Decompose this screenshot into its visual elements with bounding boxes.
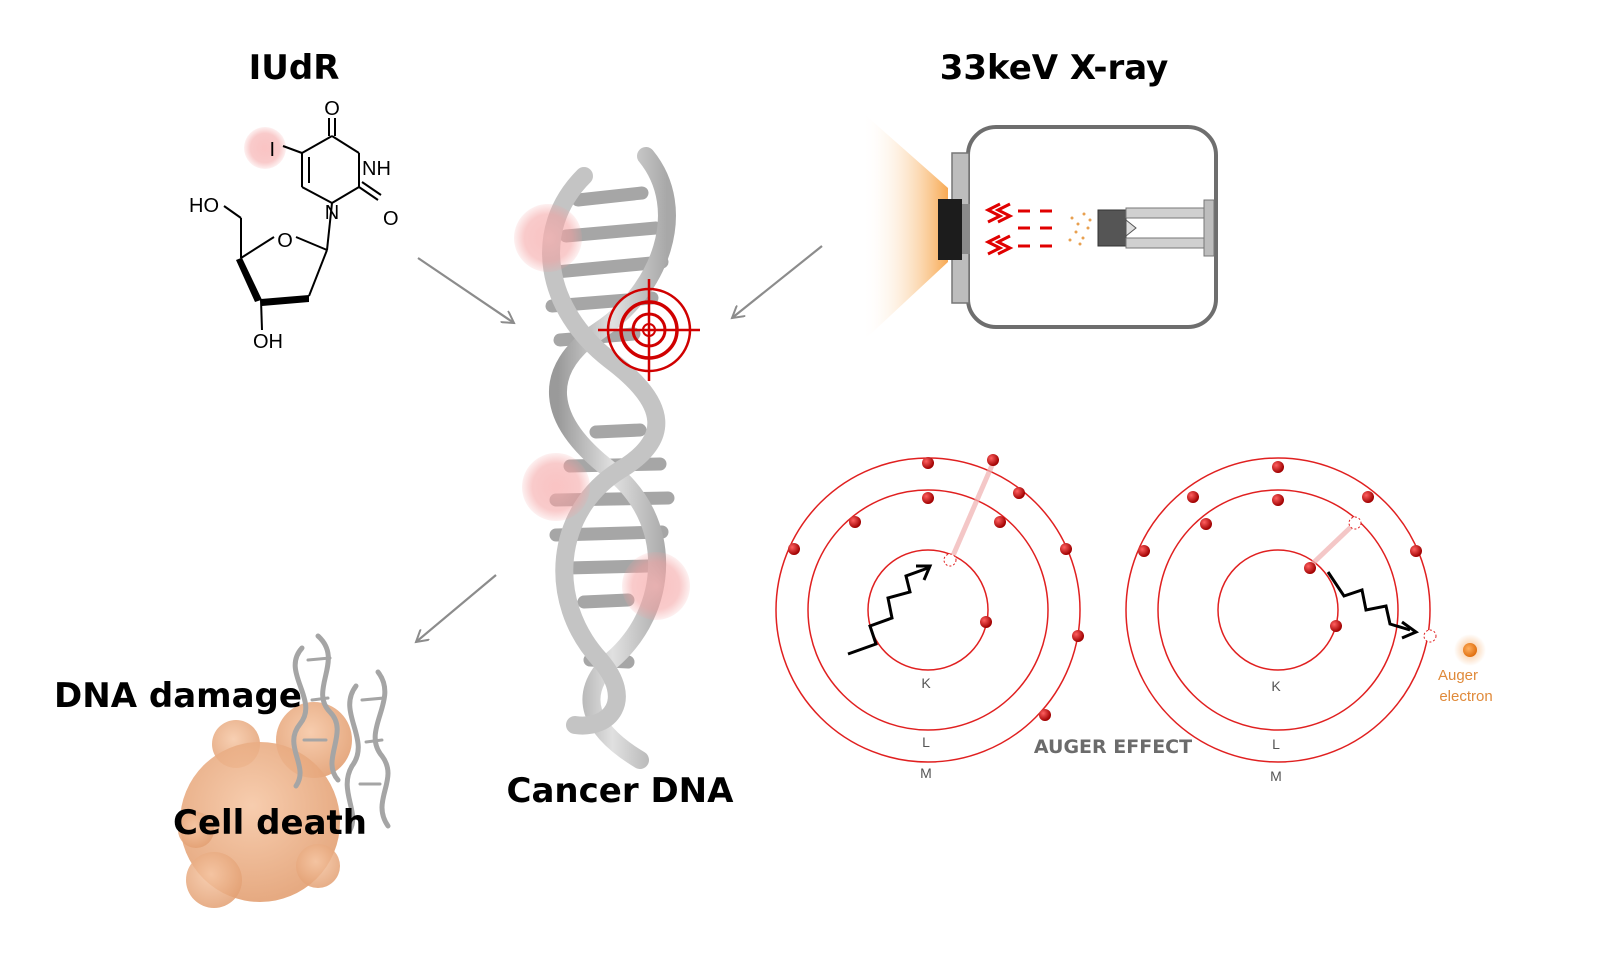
electrons <box>788 454 1084 721</box>
m-shell-vacancy <box>1423 629 1437 643</box>
xray-window <box>938 199 962 260</box>
arrow-xray-to-dna <box>732 245 823 318</box>
iudr-incorporation-site <box>522 453 590 521</box>
shell-l <box>1157 489 1399 731</box>
bold-wedge-bond <box>261 296 309 306</box>
hydroxyl-oh: OH <box>253 331 283 353</box>
xray-beam <box>862 112 948 342</box>
ring-oxygen: O <box>277 230 293 252</box>
iodine-atom: I <box>269 139 275 161</box>
electron-spray <box>1068 212 1092 246</box>
cancer-dna-helix <box>514 147 700 769</box>
xray-tube-housing <box>966 125 1218 329</box>
dna-damage-label: DNA damage <box>54 676 302 716</box>
xray-dashes <box>1018 209 1052 248</box>
shell-label-l: L <box>1272 736 1280 752</box>
bold-wedge-bond <box>236 258 261 302</box>
cell-death-label: Cell death <box>173 803 367 843</box>
xray-tube <box>862 112 1218 342</box>
l-shell-vacancy <box>1348 516 1362 530</box>
xray-cathode <box>1097 209 1127 247</box>
shell-label-k: K <box>1271 678 1281 694</box>
shell-label-k: K <box>921 675 931 691</box>
atom-diagram-before: K L M <box>775 454 1084 781</box>
shell-m <box>1125 457 1431 763</box>
shell-k <box>1217 549 1339 671</box>
oxygen-right: O <box>383 208 399 230</box>
shell-label-m: M <box>1270 768 1282 784</box>
shell-label-m: M <box>920 765 932 781</box>
electrons <box>1138 461 1422 632</box>
target-crosshair-icon <box>598 279 700 381</box>
damaged-dna-fragments <box>291 633 391 833</box>
nh-group: NH <box>362 158 391 180</box>
photon-path-icon <box>1326 571 1411 632</box>
hydroxyl-ho: HO <box>189 195 219 217</box>
auger-effect-label: AUGER EFFECT <box>1034 736 1192 758</box>
arrow-dna-to-damage <box>416 574 497 642</box>
dna-strand-b <box>542 167 666 735</box>
auger-electron-icon <box>1463 643 1477 657</box>
xray-emission-icon <box>984 202 1014 256</box>
auger-electron-label-1: Auger <box>1438 667 1478 684</box>
iudr-title: IUdR <box>249 48 340 88</box>
xray-title: 33keV X-ray <box>940 48 1169 88</box>
photon-path-icon <box>847 566 929 656</box>
nitrogen-atom: N <box>325 202 339 224</box>
oxygen-top: O <box>324 98 340 120</box>
shell-k <box>867 549 989 671</box>
iudr-incorporation-site <box>622 552 690 620</box>
k-shell-vacancy <box>943 553 957 567</box>
shell-label-l: L <box>922 734 930 750</box>
iudr-incorporation-site <box>514 204 582 272</box>
cancer-dna-label: Cancer DNA <box>507 771 735 811</box>
atom-diagram-after: Auger electron K L M <box>1125 457 1493 784</box>
iodine-highlight <box>244 127 286 169</box>
arrow-iudr-to-dna <box>417 257 514 323</box>
shell-l <box>807 489 1049 731</box>
auger-electron-label-2: electron <box>1439 688 1492 705</box>
